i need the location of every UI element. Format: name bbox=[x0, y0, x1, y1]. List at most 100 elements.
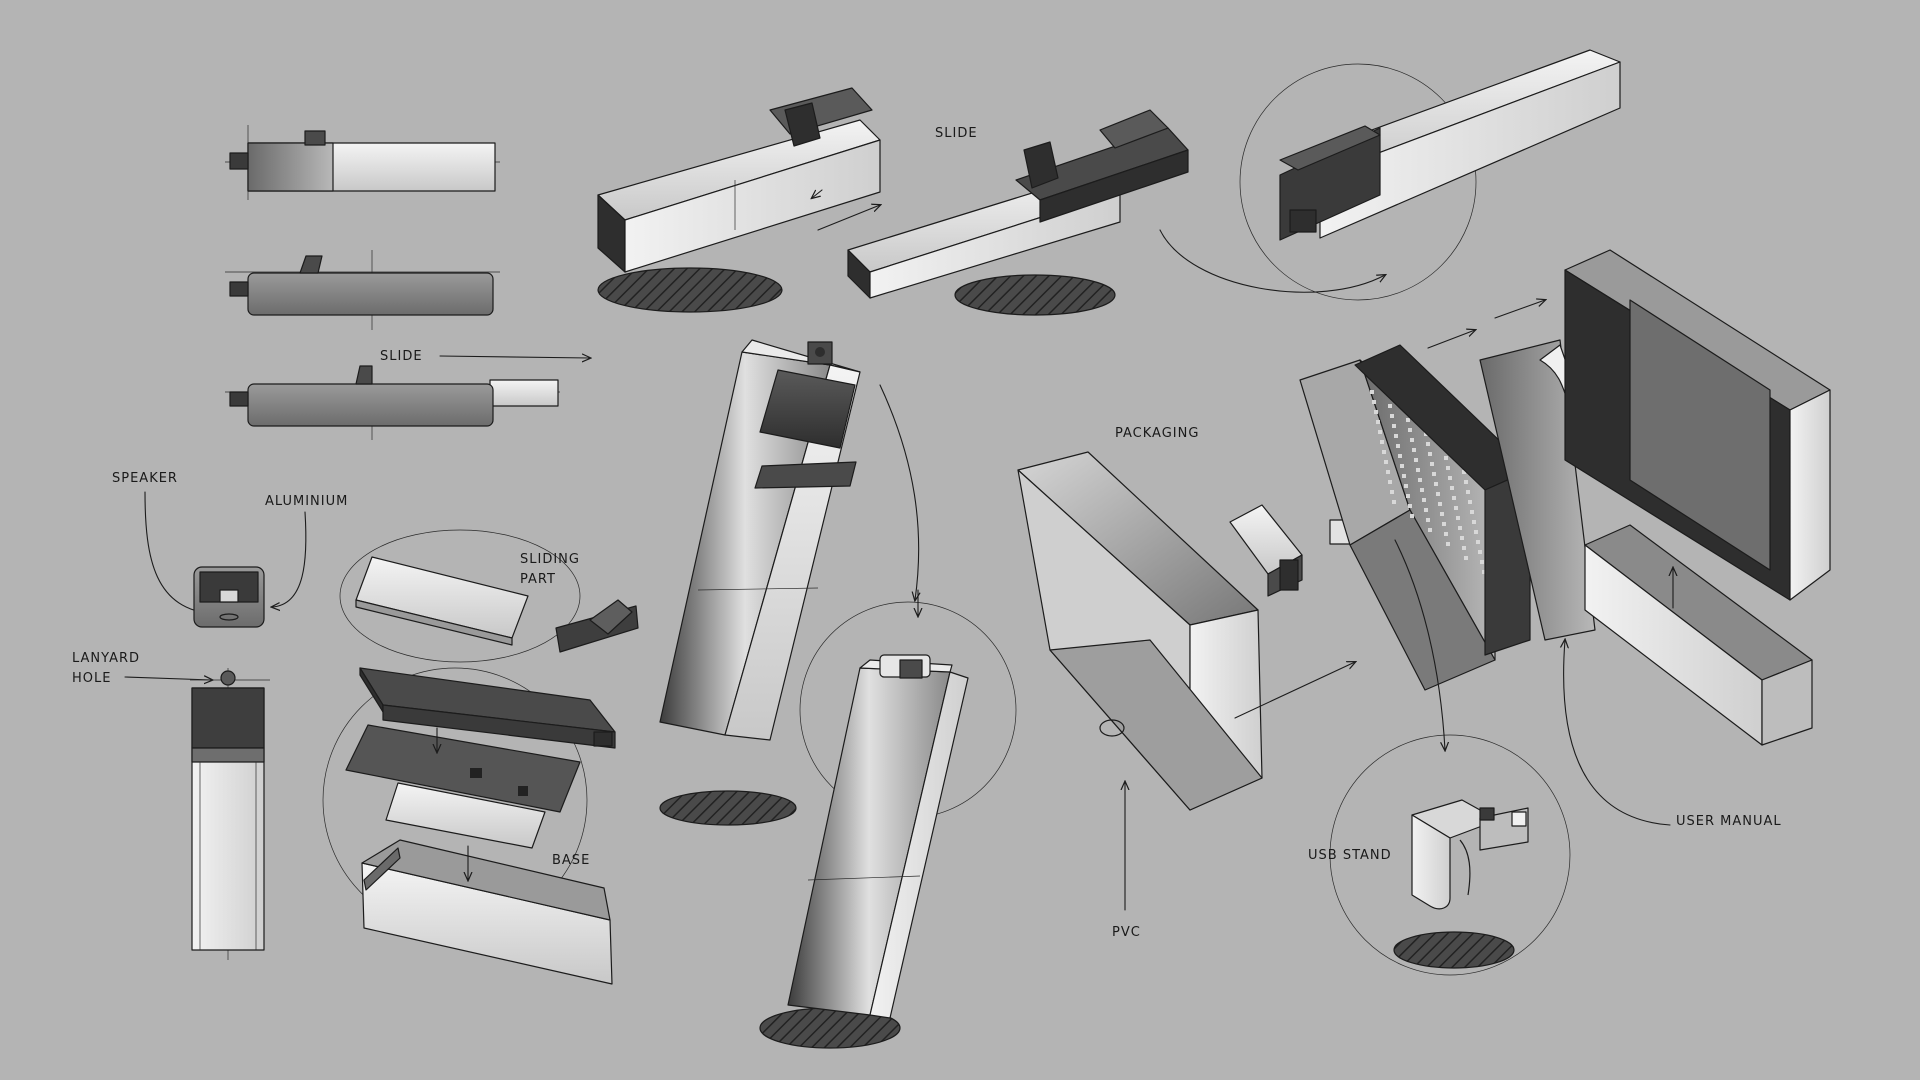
perforation-dot bbox=[1390, 414, 1394, 418]
perforation-dot bbox=[1374, 410, 1378, 414]
perforation-dot bbox=[1476, 540, 1480, 544]
perforation-dot bbox=[1382, 450, 1386, 454]
slide-label-top: SLIDE bbox=[935, 126, 978, 141]
perforation-dot bbox=[1398, 454, 1402, 458]
perforation-dot bbox=[1482, 570, 1486, 574]
perforation-dot bbox=[1442, 522, 1446, 526]
pvc-label: PVC bbox=[1112, 925, 1141, 940]
perforation-dot bbox=[1480, 560, 1484, 564]
lanyard-label-1: LANYARD bbox=[72, 651, 140, 666]
sliding-part-label-2: PART bbox=[520, 572, 556, 587]
usb-stand-label: USB STAND bbox=[1308, 848, 1392, 863]
perforation-dot bbox=[1478, 550, 1482, 554]
perforation-dot bbox=[1378, 430, 1382, 434]
slide-label-side: SLIDE bbox=[380, 349, 423, 364]
end-view: SPEAKER ALUMINIUM bbox=[112, 471, 348, 628]
tall-product-detail bbox=[759, 589, 1017, 1049]
perforation-dot bbox=[1390, 490, 1394, 494]
user-manual-label: USER MANUAL bbox=[1676, 814, 1782, 829]
perforation-dot bbox=[1406, 418, 1410, 422]
perforation-dot bbox=[1436, 492, 1440, 496]
perforation-dot bbox=[1456, 516, 1460, 520]
tall-product-upright bbox=[659, 339, 919, 826]
perforation-dot bbox=[1422, 498, 1426, 502]
perforation-dot bbox=[1408, 428, 1412, 432]
perforation-dot bbox=[1434, 482, 1438, 486]
perforation-dot bbox=[1392, 500, 1396, 504]
front-view-tall: LANYARD HOLE bbox=[72, 651, 270, 960]
perforation-dot bbox=[1470, 510, 1474, 514]
perforation-dot bbox=[1472, 520, 1476, 524]
perforation-dot bbox=[1448, 476, 1452, 480]
perforation-dot bbox=[1432, 472, 1436, 476]
perforation-dot bbox=[1462, 470, 1466, 474]
perforation-dot bbox=[1384, 460, 1388, 464]
perforation-dot bbox=[1464, 480, 1468, 484]
perforation-dot bbox=[1452, 496, 1456, 500]
perspective-open bbox=[847, 109, 1189, 316]
inner-tray bbox=[1584, 524, 1813, 746]
perforation-dot bbox=[1416, 468, 1420, 472]
perspective-detail-callout bbox=[1159, 49, 1621, 301]
perforation-dot bbox=[1460, 536, 1464, 540]
perforation-dot bbox=[1388, 404, 1392, 408]
outer-box bbox=[1427, 249, 1831, 601]
sliding-part-callout: SLIDING PART bbox=[339, 529, 639, 663]
perforation-dot bbox=[1428, 452, 1432, 456]
speaker-label: SPEAKER bbox=[112, 471, 178, 486]
side-view-closed bbox=[225, 125, 500, 200]
aluminium-label: ALUMINIUM bbox=[265, 494, 348, 509]
perforation-dot bbox=[1404, 484, 1408, 488]
perforation-dot bbox=[1426, 442, 1430, 446]
perforation-dot bbox=[1428, 528, 1432, 532]
perforation-dot bbox=[1386, 470, 1390, 474]
perforation-dot bbox=[1450, 486, 1454, 490]
packaging-sleeve: PVC bbox=[1017, 451, 1355, 940]
perforation-dot bbox=[1424, 508, 1428, 512]
perforation-dot bbox=[1446, 466, 1450, 470]
perforation-dot bbox=[1462, 546, 1466, 550]
perforation-dot bbox=[1388, 480, 1392, 484]
perforation-dot bbox=[1446, 542, 1450, 546]
perforation-dot bbox=[1474, 530, 1478, 534]
perforation-dot bbox=[1420, 488, 1424, 492]
perforation-dot bbox=[1370, 390, 1374, 394]
perforation-dot bbox=[1402, 474, 1406, 478]
base-exploded: BASE bbox=[322, 667, 616, 985]
perforation-dot bbox=[1414, 458, 1418, 462]
perspective-closed bbox=[597, 87, 881, 313]
perforation-dot bbox=[1410, 514, 1414, 518]
side-view-slid: SLIDE bbox=[225, 349, 590, 440]
perforation-dot bbox=[1466, 490, 1470, 494]
perforation-dot bbox=[1426, 518, 1430, 522]
perforation-dot bbox=[1438, 502, 1442, 506]
perforation-dot bbox=[1430, 462, 1434, 466]
perforation-dot bbox=[1410, 438, 1414, 442]
perforation-dot bbox=[1376, 420, 1380, 424]
perforation-dot bbox=[1408, 504, 1412, 508]
perforation-dot bbox=[1464, 556, 1468, 560]
perforation-dot bbox=[1400, 464, 1404, 468]
side-view-dark bbox=[225, 250, 500, 330]
perforation-dot bbox=[1458, 526, 1462, 530]
perforation-dot bbox=[1444, 532, 1448, 536]
perforation-dot bbox=[1444, 456, 1448, 460]
perforation-dot bbox=[1412, 448, 1416, 452]
packaging-label: PACKAGING bbox=[1115, 426, 1199, 441]
perforation-dot bbox=[1392, 424, 1396, 428]
perforation-dot bbox=[1440, 512, 1444, 516]
usb-stand-callout: USB STAND bbox=[1308, 539, 1571, 976]
base-label: BASE bbox=[552, 853, 590, 868]
perforation-dot bbox=[1468, 500, 1472, 504]
perforation-dot bbox=[1406, 494, 1410, 498]
perforation-dot bbox=[1418, 478, 1422, 482]
perforation-dot bbox=[1394, 434, 1398, 438]
perforation-dot bbox=[1380, 440, 1384, 444]
lanyard-label-2: HOLE bbox=[72, 671, 111, 686]
perforation-dot bbox=[1454, 506, 1458, 510]
perforation-dot bbox=[1396, 444, 1400, 448]
sliding-part-label-1: SLIDING bbox=[520, 552, 580, 567]
perforated-insert bbox=[1299, 359, 1496, 691]
perforation-dot bbox=[1372, 400, 1376, 404]
